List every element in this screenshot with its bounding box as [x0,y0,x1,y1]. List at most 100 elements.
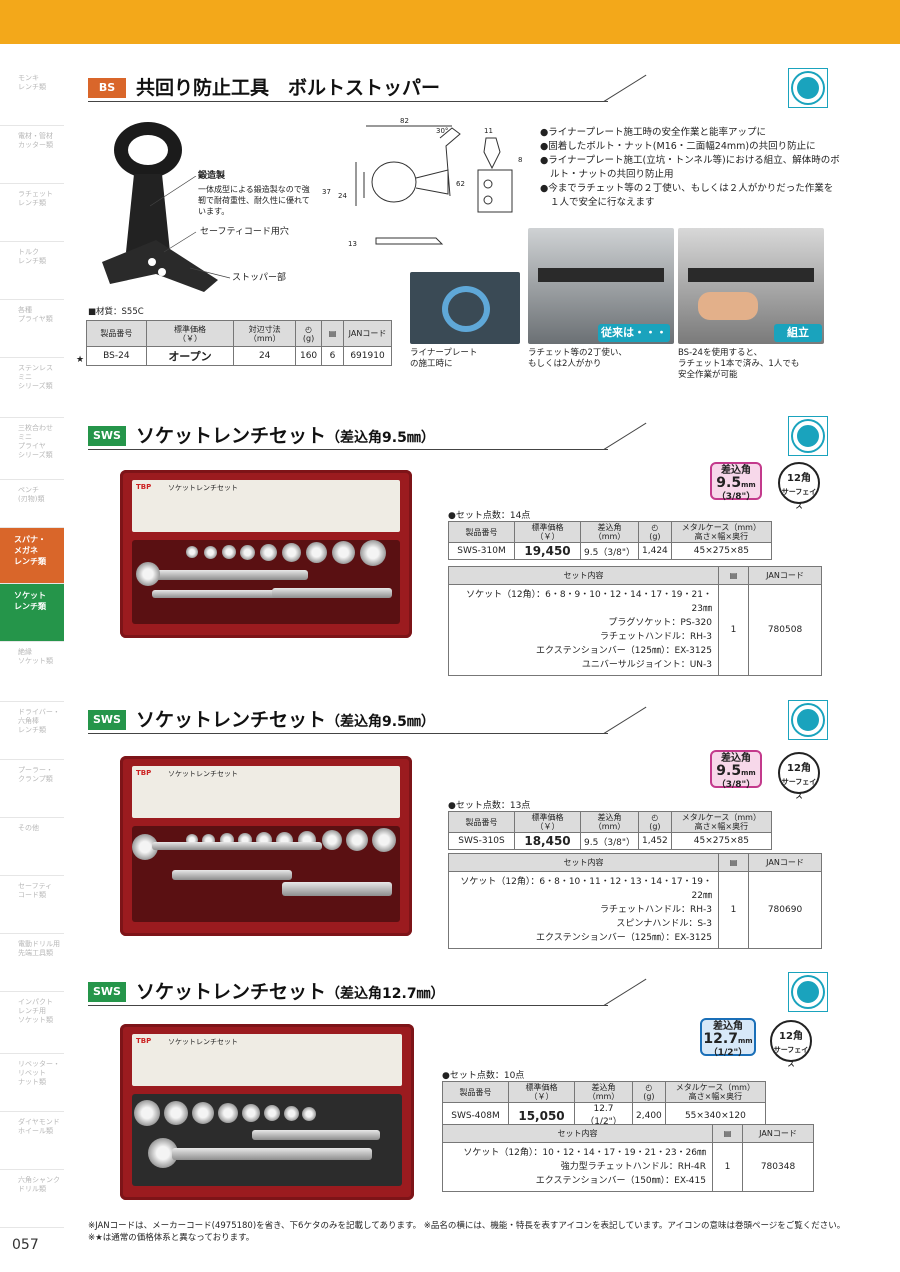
header-contents: セット内容 [442,1124,713,1143]
section-title: ソケットレンチセット（差込角9.5㎜） [136,709,435,731]
cell-qty: 6 [321,346,344,366]
content-line: エクステンションバー（150㎜）：EX-415 [535,1176,706,1186]
section-header-sws-408m: SWS ソケットレンチセット（差込角12.7㎜） [88,972,828,1012]
sidebar-item-cutter[interactable]: 電材・管材 カッター類 [0,126,64,184]
sidebar-item-spanner[interactable]: スパナ・ メガネ レンチ類 [0,528,64,584]
sidebar-item-label: 絶縁 ソケット類 [18,648,53,665]
callout-forged-title: 鍛造製 [198,171,226,181]
case-tray [132,1094,402,1186]
divider [88,733,608,734]
header-price: 標準価格 （￥） [514,811,581,833]
footnote: ※JANコードは、メーカーコード(4975180)を省き、下6ケタのみを記載して… [88,1221,846,1231]
sidebar-item-label: プーラー・ クランプ類 [18,766,53,783]
sidebar-item-driver[interactable]: ドライバー・ 六角棒 レンチ類 [0,702,64,760]
sidebar-item-torque[interactable]: トルク レンチ類 [0,242,64,300]
sidebar-item-label: セーフティ コード類 [18,882,53,899]
header-contents: セット内容 [448,853,719,872]
sws-310m-spec-table: 製品番号 標準価格 （￥） 差込角 （mm） ◴(g) メタルケース（mm） 高… [448,521,773,560]
content-line: ソケット（12角）：6・8・10・11・12・13・14・17・19・22㎜ [460,877,712,901]
sidebar-item-stainless[interactable]: ステンレス ミニ シリーズ類 [0,358,64,418]
weight-icon: ◴ [651,813,659,822]
header-code: 製品番号 [442,1081,509,1103]
sidebar-item-label: インパクト レンチ用 ソケット類 [18,998,53,1024]
cell-price: オープン [145,346,235,366]
header-qty: ▤ [718,566,749,585]
bullet-item: ●ライナープレート施工(立坑・トンネル等)における組立、解体時のボルト・ナットの… [540,155,840,180]
table-row: ソケット（12角）：10・12・14・17・19・21・23・26㎜ 強力型ラチ… [442,1142,814,1192]
cell-jan: 780348 [742,1142,814,1192]
before-label: 従来は・・・ [598,324,670,342]
feature-icon [788,700,828,740]
section-title: ソケットレンチセット（差込角9.5㎜） [136,425,435,447]
sidebar-item-diamond[interactable]: ダイヤモンド ホイール類 [0,1112,64,1170]
category-badge: SWS [88,426,126,446]
sidebar-item-other[interactable]: その他 [0,818,64,876]
header-drive: 差込角 （mm） [574,1081,633,1103]
case-label: ソケットレンチセット [168,1038,238,1046]
cell-code: BS-24 [86,346,147,366]
section-header-sws-310s: SWS ソケットレンチセット（差込角9.5㎜） [88,700,828,740]
cell-case: 45×275×85 [670,832,773,850]
header-code: 製品番号 [448,811,515,833]
cell-code: SWS-310M [448,542,515,560]
cell-price: 18,450 [514,832,581,850]
table-row: ソケット（12角）：6・8・10・11・12・13・14・17・19・22㎜ ラ… [448,871,822,949]
header-code: 製品番号 [448,521,515,543]
twelve-point-icon: 12角サーフェイス [778,462,820,510]
sidebar-item-ratchet[interactable]: ラチェット レンチ類 [0,184,64,242]
sidebar-item-three-layer[interactable]: 三枚合わせ ミニ プライヤ シリーズ類 [0,418,64,480]
table-row: SWS-310M 19,450 9.5（3/8"） 1,424 45×275×8… [448,542,773,560]
bs-spec-table: 製品番号 標準価格 （￥） 対辺寸法 （mm） ◴(g) ▤ JANコード BS… [86,320,392,366]
callout-stopper: ストッパー部 [232,273,287,283]
sidebar-item-plier[interactable]: 各種 プライヤ類 [0,300,64,358]
content-line: ソケット（12角）：6・8・9・10・12・14・17・19・21・23㎜ [466,590,712,614]
sidebar-item-label: 電材・管材 カッター類 [18,132,53,149]
sidebar-item-hex-shank[interactable]: 六角シャンク ドリル類 [0,1170,64,1228]
sidebar-item-insulated[interactable]: 絶縁 ソケット類 [0,642,64,702]
category-badge: SWS [88,710,126,730]
sidebar-item-monkey[interactable]: モンキ レンチ類 [0,68,64,126]
star-mark: ★ [76,355,85,365]
set-points: ●セット点数：10点 [442,1071,525,1081]
sidebar-item-riveter[interactable]: リベッター・ リベット ナット類 [0,1054,64,1112]
dim-62: 62 [456,180,465,188]
socket-set-case-image: TBP ソケットレンチセット [120,1024,414,1200]
section-title: ソケットレンチセット（差込角12.7㎜） [136,981,445,1003]
sidebar-item-safety[interactable]: セーフティ コード類 [0,876,64,934]
divider [603,74,647,102]
sidebar-item-label: その他 [18,824,39,832]
sws-310m-contents-table: セット内容 ▤ JANコード ソケット（12角）：6・8・9・10・12・14・… [448,566,822,676]
header-contents: セット内容 [448,566,719,585]
sidebar-item-label: ペンチ (刃物)類 [18,486,45,503]
header-case: メタルケース（mm） 高さ×幅×奥行 [670,521,773,543]
sidebar-item-socket[interactable]: ソケット レンチ類 [0,584,64,642]
header-weight: ◴(g) [638,811,672,833]
header-qty: ▤ [718,853,749,872]
table-row: BS-24 オープン 24 160 6 691910 [86,346,392,366]
cell-price: 19,450 [514,542,581,560]
cell-qty: 1 [718,584,749,676]
divider [88,1005,608,1006]
sidebar-item-label: ドライバー・ 六角棒 レンチ類 [18,708,60,734]
cell-size: 24 [233,346,297,366]
cell-contents: ソケット（12角）：10・12・14・17・19・21・23・26㎜ 強力型ラチ… [442,1142,713,1192]
section-header-sws-310m: SWS ソケットレンチセット（差込角9.5㎜） [88,416,828,456]
sws-408m-contents-table: セット内容 ▤ JANコード ソケット（12角）：10・12・14・17・19・… [442,1124,814,1192]
bullet-item: ●今までラチェット等の２丁使い、もしくは２人がかりだった作業を１人で安全に行なえ… [540,183,834,208]
liner-caption: ライナープレート の施工時に [410,348,478,369]
sws-310s-spec-table: 製品番号 標準価格 （￥） 差込角 （mm） ◴(g) メタルケース（mm） 高… [448,811,773,850]
dim-11: 11 [484,127,493,135]
sidebar-item-pincher[interactable]: ペンチ (刃物)類 [0,480,64,528]
sidebar-item-drill-bits[interactable]: 電動ドリル用 先端工具類 [0,934,64,992]
content-line: ラチェットハンドル：RH-3 [600,905,712,915]
case-lid: TBP ソケットレンチセット [132,1034,402,1086]
sidebar-item-puller[interactable]: プーラー・ クランプ類 [0,760,64,818]
sidebar-item-impact[interactable]: インパクト レンチ用 ソケット類 [0,992,64,1054]
content-line: ソケット（12角）：10・12・14・17・19・21・23・26㎜ [463,1148,706,1158]
page-number: 057 [12,1237,39,1253]
divider [603,422,647,450]
brand-logo: TBP [136,769,152,777]
footnote: ※★は通常の価格体系と異なっております。 [88,1233,255,1243]
set-points: ●セット点数：13点 [448,801,531,811]
